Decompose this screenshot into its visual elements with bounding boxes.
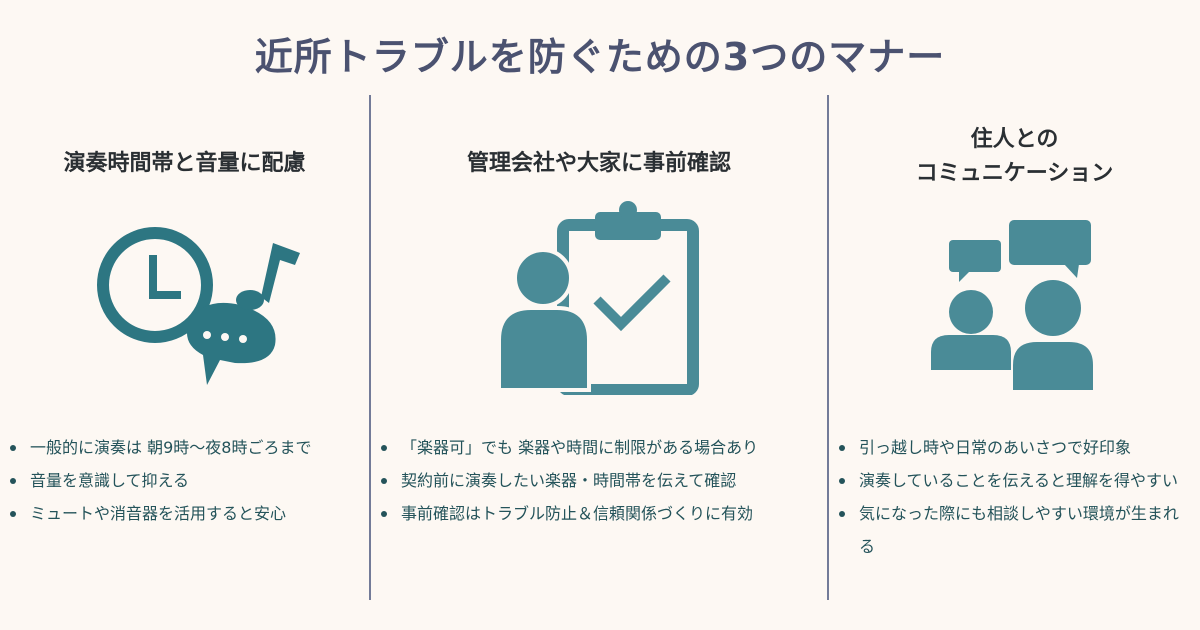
bullet-item: 気になった際にも相談しやすい環境が生まれる bbox=[833, 497, 1193, 563]
bullet-item: 音量を意識して抑える bbox=[4, 464, 311, 497]
heading-line: コミュニケーション bbox=[915, 161, 1114, 186]
column-heading: 演奏時間帯と音量に配慮 bbox=[63, 151, 306, 176]
heading-line: 住人との bbox=[970, 127, 1059, 152]
column-heading: 管理会社や大家に事前確認 bbox=[466, 151, 731, 176]
column-heading: 住人とのコミュニケーション bbox=[829, 123, 1200, 191]
bullet-item: 引っ越し時や日常のあいさつで好印象 bbox=[833, 431, 1193, 464]
people-chat-icon bbox=[931, 220, 1093, 390]
bullet-list: 一般的に演奏は 朝9時〜夜8時ごろまで 音量を意識して抑える ミュートや消音器を… bbox=[4, 431, 311, 530]
bullet-item: ミュートや消音器を活用すると安心 bbox=[4, 497, 311, 530]
person-clipboard-check-icon bbox=[499, 201, 699, 395]
column-communication: 住人とのコミュニケーション 引っ越し時や日常のあいさつで好印象 演奏していること… bbox=[829, 95, 1200, 600]
clock-music-icon bbox=[97, 227, 300, 385]
bullet-item: 一般的に演奏は 朝9時〜夜8時ごろまで bbox=[4, 431, 311, 464]
divider bbox=[827, 95, 829, 600]
column-confirm: 管理会社や大家に事前確認 「楽器可」でも 楽器や時間に制限がある場合あり 契約前… bbox=[371, 95, 827, 600]
bullet-list: 引っ越し時や日常のあいさつで好印象 演奏していることを伝えると理解を得やすい 気… bbox=[833, 431, 1193, 563]
bullet-list: 「楽器可」でも 楽器や時間に制限がある場合あり 契約前に演奏したい楽器・時間帯を… bbox=[375, 431, 758, 530]
bullet-item: 演奏していることを伝えると理解を得やすい bbox=[833, 464, 1193, 497]
bullet-item: 「楽器可」でも 楽器や時間に制限がある場合あり bbox=[375, 431, 758, 464]
column-volume: 演奏時間帯と音量に配慮 一般的に演奏は 朝9時〜夜8時ごろまで 音量を意識して抑… bbox=[0, 95, 369, 600]
divider bbox=[369, 95, 371, 600]
bullet-item: 契約前に演奏したい楽器・時間帯を伝えて確認 bbox=[375, 464, 758, 497]
bullet-item: 事前確認はトラブル防止＆信頼関係づくりに有効 bbox=[375, 497, 758, 530]
page-title: 近所トラブルを防ぐための3つのマナー bbox=[254, 35, 946, 79]
